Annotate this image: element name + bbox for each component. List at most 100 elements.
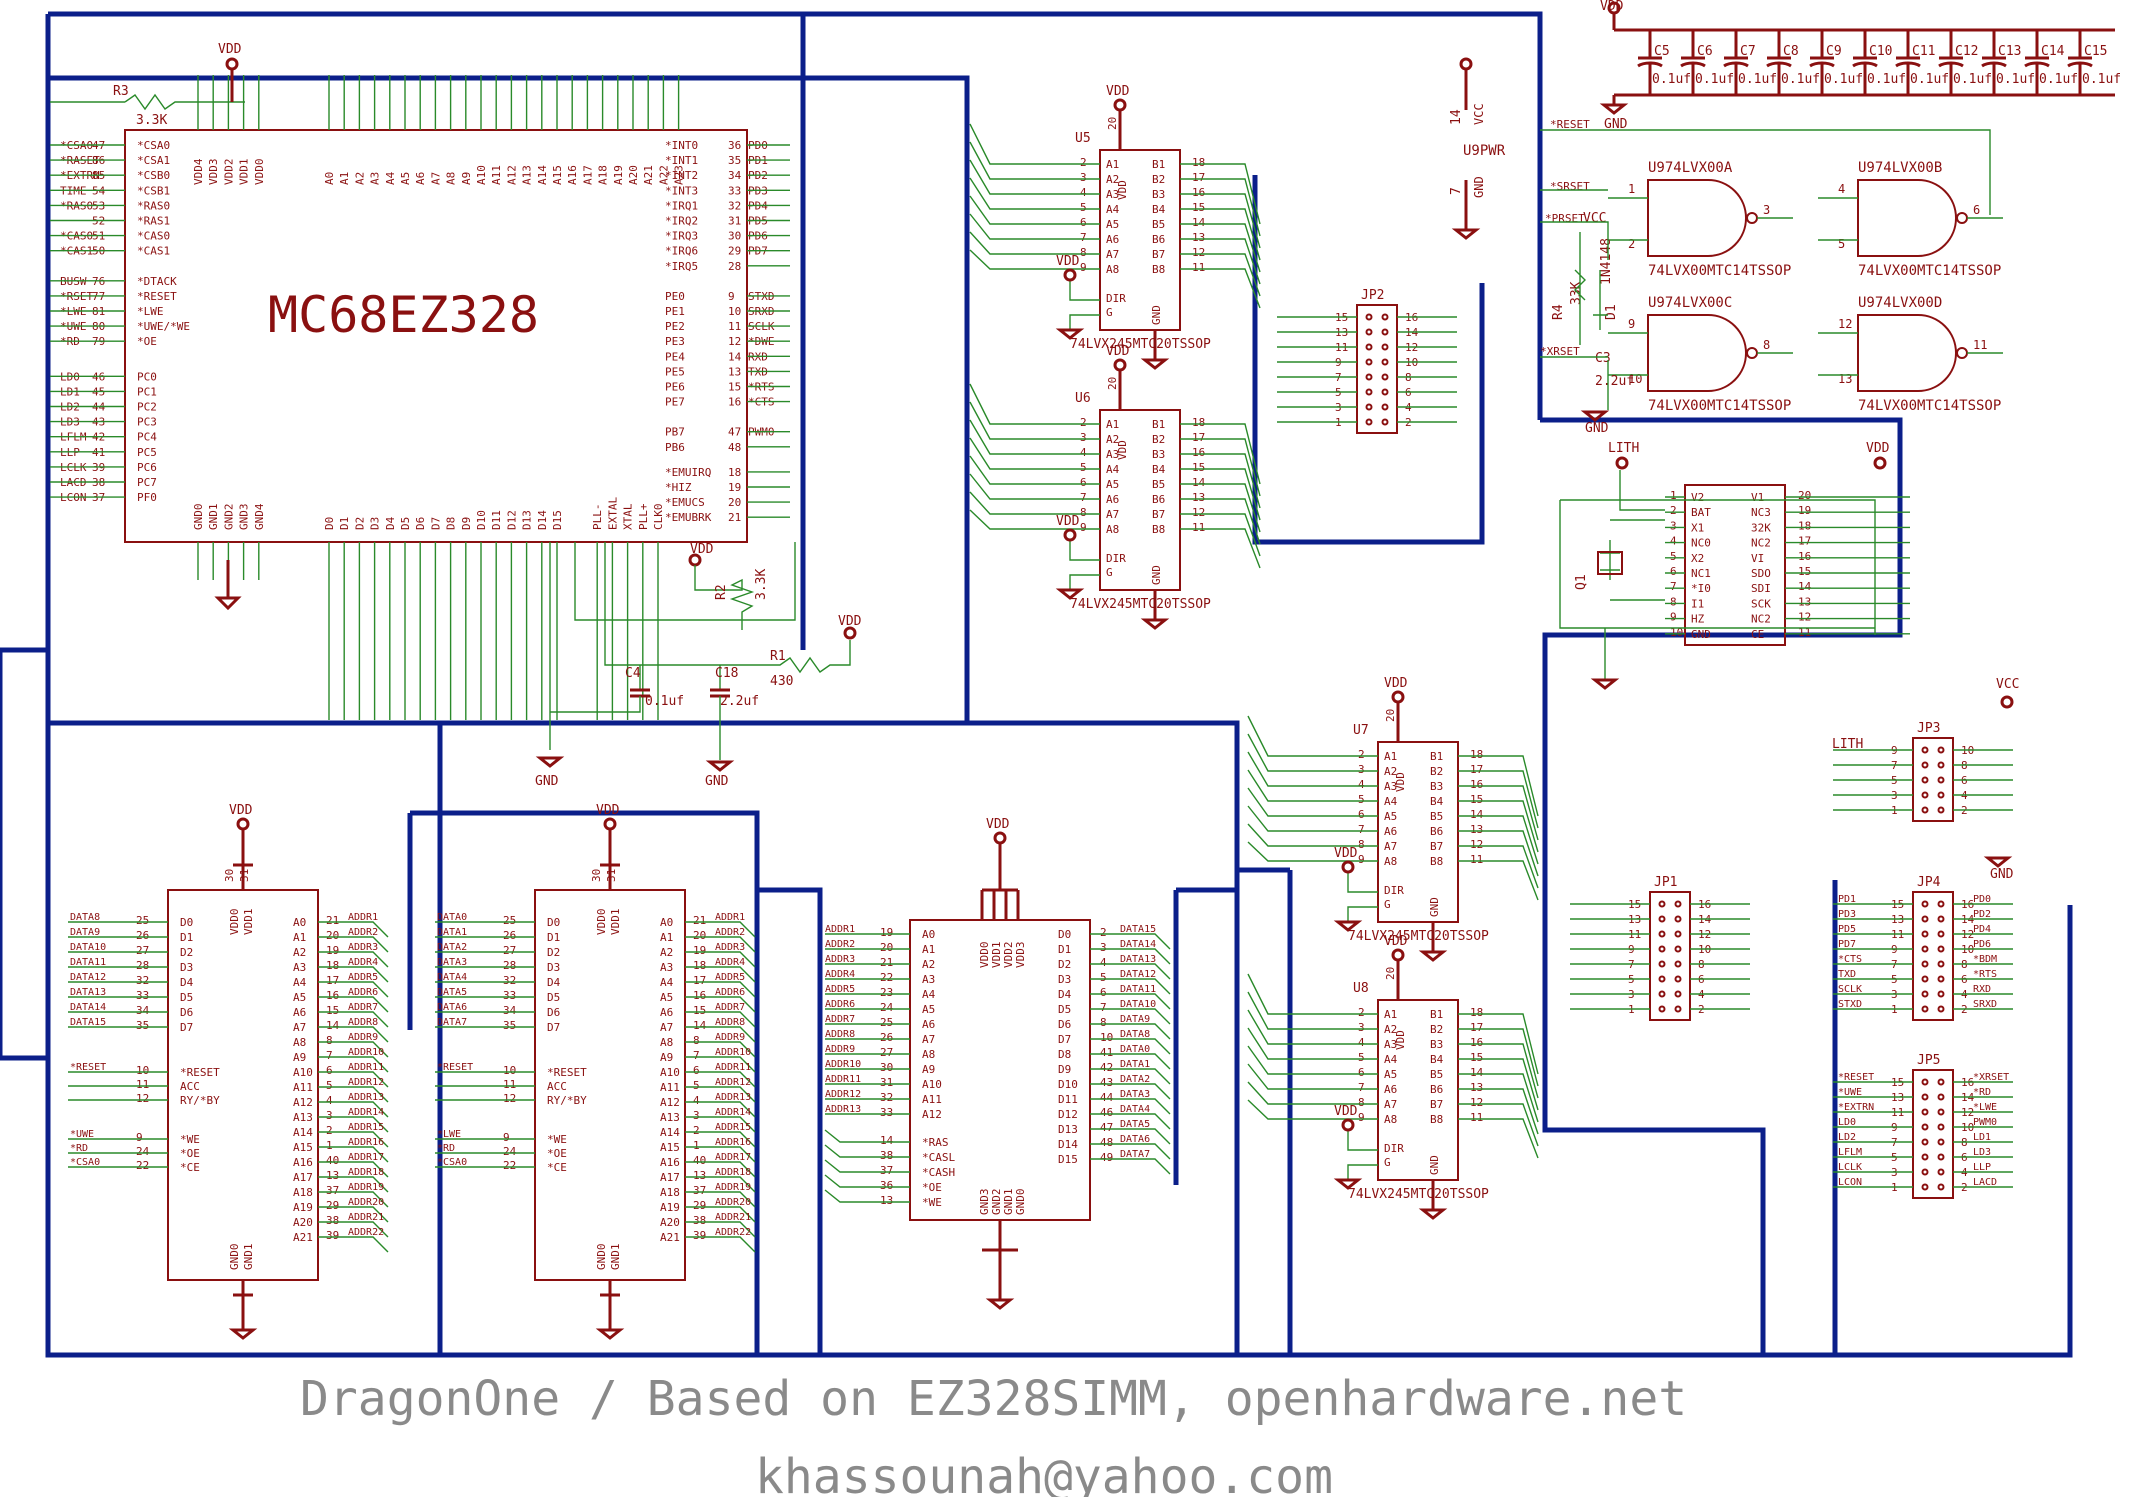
ram-pin-number: 18: [326, 959, 339, 972]
header-net-label: PD4: [1973, 924, 1991, 935]
ram-pin-name: A13: [660, 1111, 680, 1124]
nand-pin: 9: [1628, 317, 1635, 331]
mcu-pin-name: *IRQ3: [665, 230, 698, 243]
buffer-pin-name: B4: [1430, 795, 1444, 808]
cap-value: 0.1uf: [1824, 72, 1863, 87]
buffer-pin-number: 8: [1080, 506, 1087, 519]
mcu-pin-name: A2: [353, 172, 366, 185]
ram-pin-number: 26: [136, 929, 149, 942]
ram-pin-name: A7: [660, 1021, 673, 1034]
header-net-label: PD7: [1838, 939, 1856, 950]
buffer-gnd: GND: [1428, 897, 1441, 917]
ground-symbol: [985, 1298, 1015, 1310]
sdram-pin-name: A5: [922, 1003, 935, 1016]
ram-pin-number: 7: [693, 1049, 700, 1062]
buffer-pin-name: B8: [1430, 1113, 1443, 1126]
nand-part: 74LVX00MTC14TSSOP: [1858, 263, 2001, 279]
ram-pin-name: A1: [293, 931, 306, 944]
buffer-pin-name: B1: [1430, 750, 1443, 763]
buffer-pin-name: A2: [1384, 765, 1397, 778]
sdram-pin-name: D12: [1058, 1108, 1078, 1121]
mcu-pin-name: D12: [505, 510, 518, 530]
ram-pin-number: 12: [136, 1092, 149, 1105]
buffer-pin-number: 5: [1080, 201, 1087, 214]
mcu-pin-name: A0: [323, 172, 336, 185]
buffer-pin-name: A8: [1384, 1113, 1397, 1126]
mcu-pin-name: D6: [414, 517, 427, 530]
ram-pin-name: A15: [660, 1141, 680, 1154]
ram-net-label: ADDR8: [715, 1017, 745, 1028]
ram-pin-name: A2: [293, 946, 306, 959]
ram-net-label: ADDR5: [715, 972, 745, 983]
buffer-pin-number: 12: [1192, 506, 1205, 519]
buffer-pin-name: B7: [1430, 840, 1443, 853]
c3-value: 2.2uf: [1595, 374, 1634, 389]
ram-pin-name: *CE: [180, 1161, 200, 1174]
mcu-pin-name: VDD3: [207, 159, 220, 186]
buffer-pin-name: A3: [1384, 1038, 1397, 1051]
mcu-pin-name: A12: [505, 165, 518, 185]
header-net-label: *UWE: [1838, 1087, 1862, 1098]
ground-symbol: [1333, 1178, 1363, 1190]
ram-pin-number: 32: [503, 974, 516, 987]
buffer-pin-number: 7: [1080, 491, 1087, 504]
ram-pin-number: 8: [326, 1034, 333, 1047]
ram-net-label: ADDR9: [348, 1032, 378, 1043]
buffer-pin-name: B6: [1152, 493, 1165, 506]
ram-net-label: *LWE: [437, 1129, 461, 1140]
ram-pin-number: 15: [326, 1004, 339, 1017]
ram-pin-number: 20: [693, 929, 706, 942]
mcu-pin-name: *IRQ6: [665, 245, 698, 258]
buffer-vdd: VDD: [1116, 440, 1129, 460]
mcu-pin-name: *INT1: [665, 154, 698, 167]
buffer-pin-number: 7: [1080, 231, 1087, 244]
ram-pin-number: 35: [503, 1019, 516, 1032]
ram-pin-name: A6: [660, 1006, 673, 1019]
buffer-pin-name: B7: [1430, 1098, 1443, 1111]
ram-net-label: ADDR18: [348, 1167, 384, 1178]
mcu-pin-name: *CAS0: [137, 230, 170, 243]
buffer-pin-name: A2: [1106, 433, 1119, 446]
ram-pin-number: 38: [693, 1214, 706, 1227]
sdram-net-label: DATA14: [1120, 939, 1156, 950]
ram-pin-number: 6: [326, 1064, 333, 1077]
cap-c5: C50.1uf: [1637, 30, 1691, 95]
buffer-pin-number: 13: [1192, 491, 1205, 504]
vdd-symbol: [236, 817, 250, 831]
header-net-label: PD5: [1838, 924, 1856, 935]
sdram-pin-name: A10: [922, 1078, 942, 1091]
vdd-symbol: [1113, 98, 1127, 112]
sdram-pin-number: 23: [880, 986, 893, 999]
svg-text:C4: C4: [625, 666, 641, 681]
mcu-pin-name: PLL-: [591, 504, 604, 531]
svg-text:VDD: VDD: [690, 542, 714, 557]
gnd-label: GND: [1585, 421, 1609, 436]
ram-pin-number: 24: [136, 1145, 150, 1158]
cap-ref: C14: [2041, 44, 2065, 59]
svg-text:U9PWR: U9PWR: [1463, 143, 1506, 159]
mcu-pin-name: A20: [627, 165, 640, 185]
mcu-pin-number: 18: [728, 466, 741, 479]
buffer-part: 74LVX245MTC20TSSOP: [1348, 929, 1489, 944]
ram-net-label: ADDR6: [715, 987, 745, 998]
mcu-pin-number: 28: [728, 260, 741, 273]
ram-net-label: ADDR21: [348, 1212, 384, 1223]
ram-pin-name: D7: [180, 1021, 193, 1034]
nand-part: 74LVX00MTC14TSSOP: [1858, 398, 2001, 414]
ram-pin-number: 13: [326, 1169, 339, 1182]
buffer-pin-name: B7: [1152, 248, 1165, 261]
ram-net-label: ADDR18: [715, 1167, 751, 1178]
buffer-pin-name: A2: [1106, 173, 1119, 186]
buffer-dir: DIR: [1106, 552, 1126, 565]
sdram-pin-number: 6: [1100, 986, 1107, 999]
ram-pin-name: A14: [660, 1126, 680, 1139]
mcu-pin-name: *CSB1: [137, 184, 170, 197]
ram-pin-number: 4: [693, 1094, 700, 1107]
